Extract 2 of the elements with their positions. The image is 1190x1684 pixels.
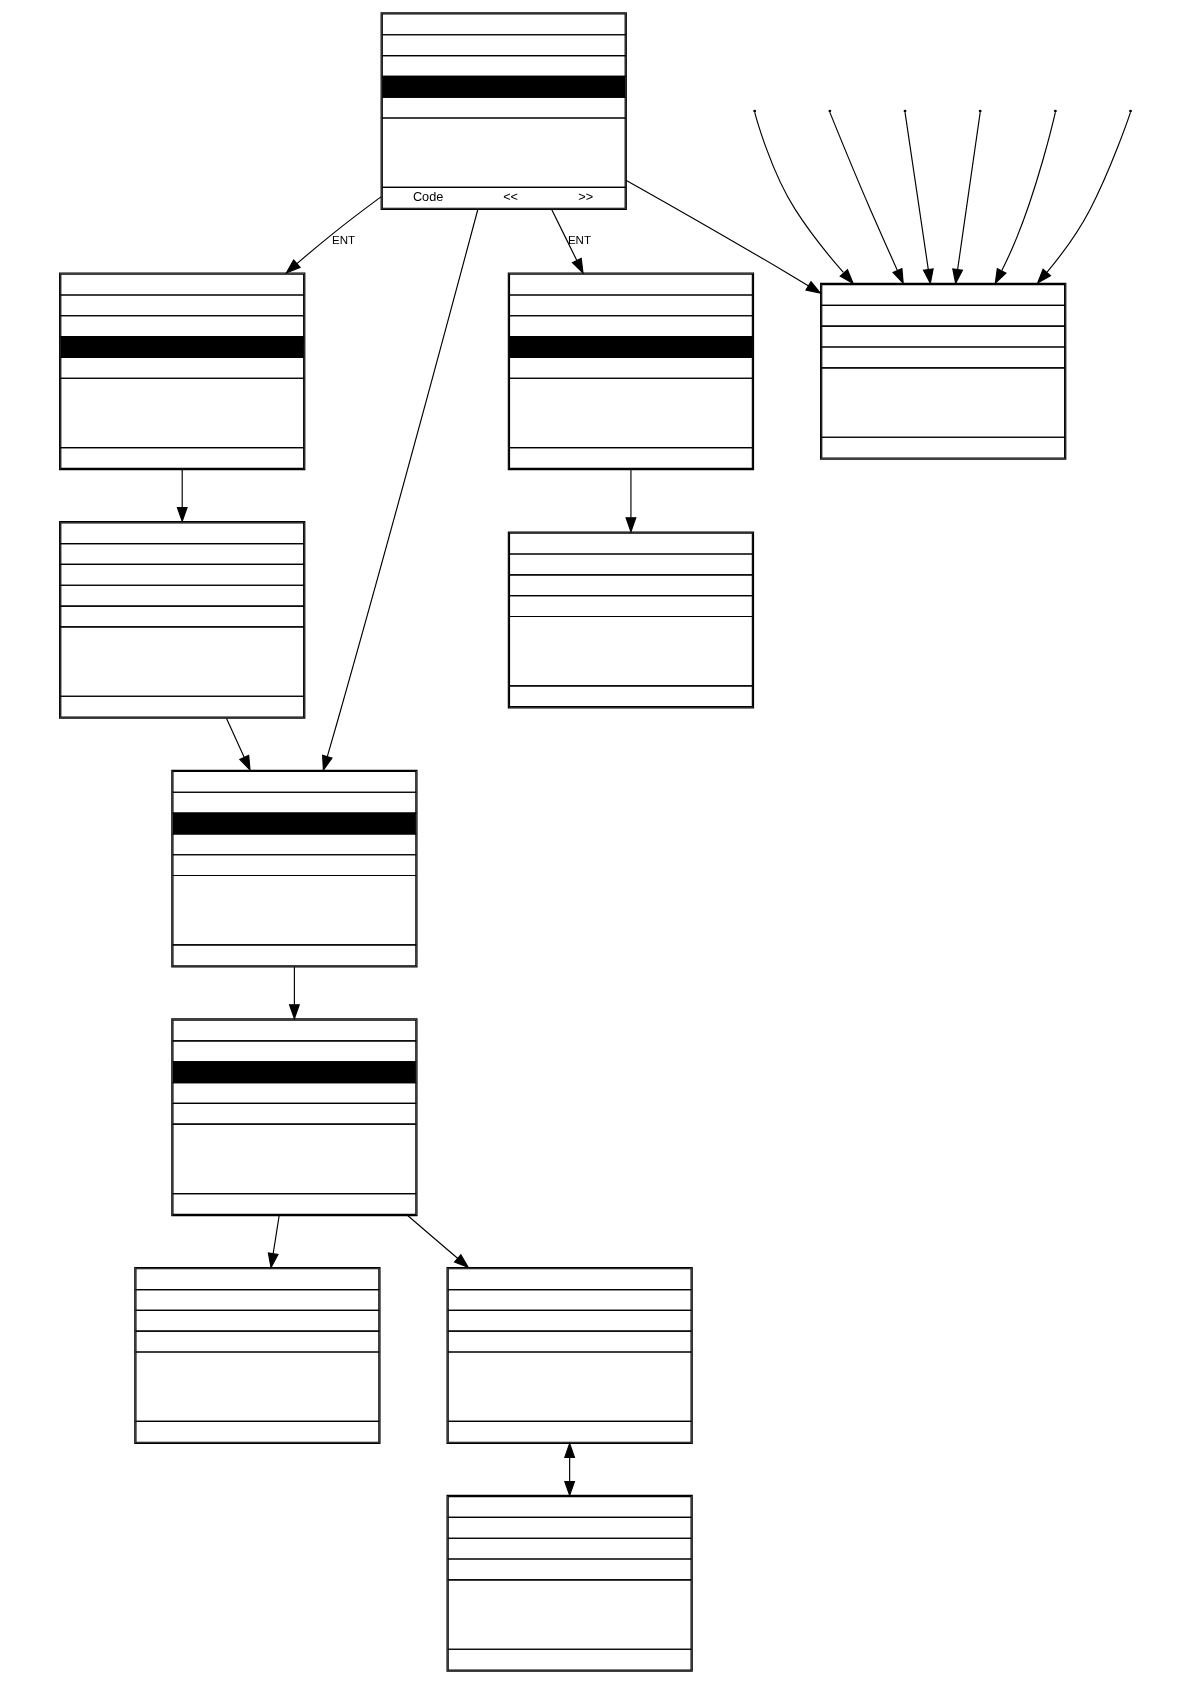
edge-label: ENT (567, 234, 591, 247)
edge-label: ENT (331, 234, 355, 247)
